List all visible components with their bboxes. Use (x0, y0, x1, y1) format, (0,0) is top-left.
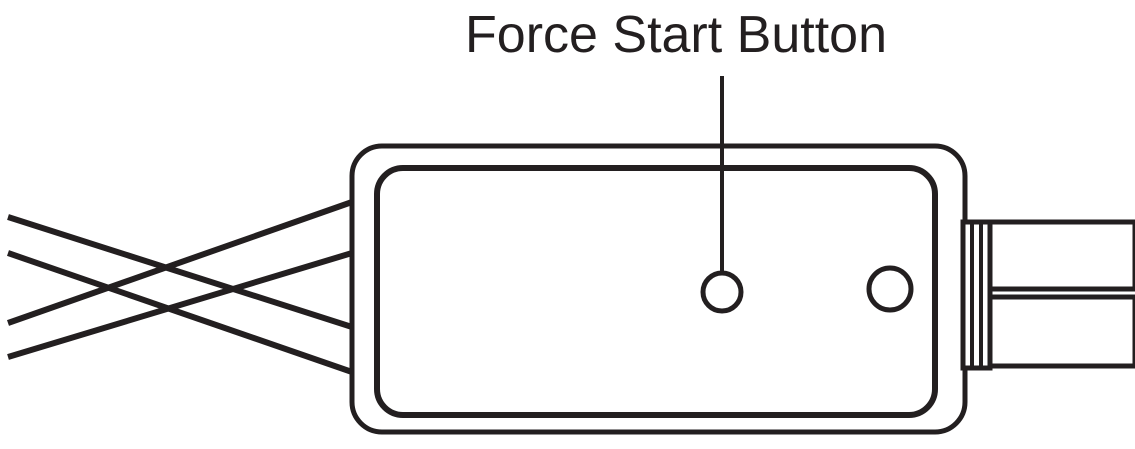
wire-4 (7, 250, 353, 360)
status-indicator-led (866, 265, 914, 313)
wire-1 (7, 214, 353, 330)
force-start-button[interactable] (700, 270, 744, 314)
wire-3 (7, 199, 353, 326)
module-faceplate-outline (374, 165, 938, 418)
force-start-button-label: Force Start Button (465, 6, 887, 64)
wire-2 (7, 250, 353, 375)
connector-block-upper (987, 219, 1135, 292)
output-connector (960, 219, 1135, 371)
connector-flange (960, 219, 993, 371)
wiring-harness (7, 199, 353, 375)
connector-block-lower (987, 294, 1135, 369)
